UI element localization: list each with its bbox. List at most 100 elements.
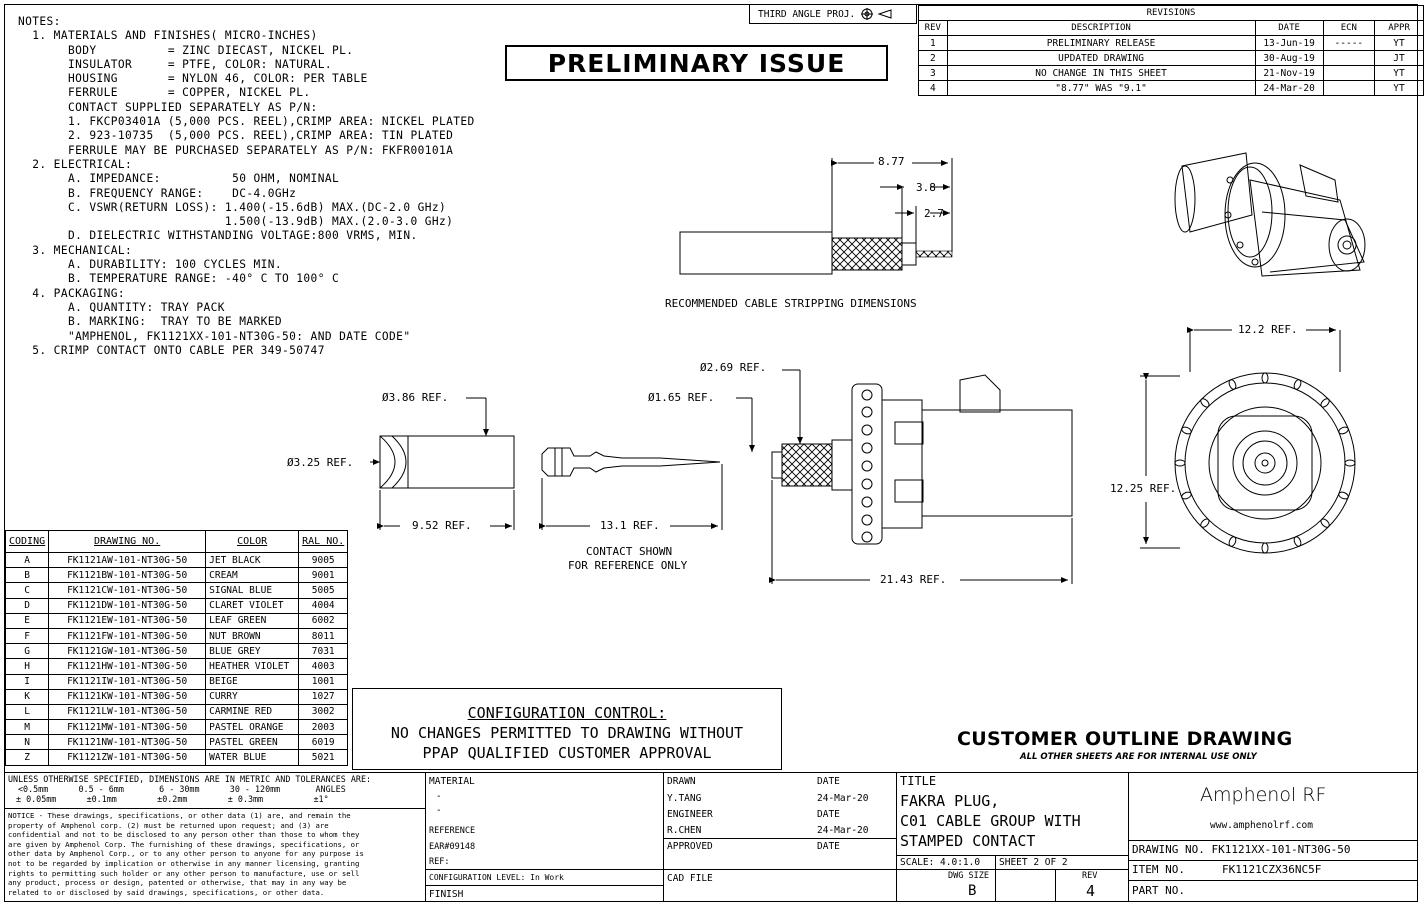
note-line: INSULATOR = PTFE, COLOR: NATURAL. <box>18 57 332 71</box>
note-line: 1.500(-13.9dB) MAX.(2.0-3.0 GHz) <box>18 215 454 229</box>
coding-cell: FK1121MW-101-NT30G-50 <box>48 719 207 736</box>
customer-outline-subtitle: ALL OTHER SHEETS ARE FOR INTERNAL USE ON… <box>1020 752 1257 762</box>
coding-cell: CREAM <box>205 567 300 584</box>
coding-cell: H <box>4 658 50 675</box>
knurl-dot <box>1344 459 1356 467</box>
tolerance-line-1: UNLESS OTHERWISE SPECIFIED, DIMENSIONS A… <box>8 774 372 784</box>
coding-cell: I <box>4 673 50 690</box>
note-line: BODY = ZINC DIECAST, NICKEL PL. <box>18 43 354 57</box>
dwg-size: B <box>968 883 977 899</box>
coding-header-cell: CODING <box>4 530 50 553</box>
coding-cell: 4004 <box>298 597 349 614</box>
ear-number: EAR#09148 <box>429 842 476 852</box>
note-line: C. VSWR(RETURN LOSS): 1.400(-15.6dB) MAX… <box>18 200 447 214</box>
material-dash-1: - <box>436 791 442 802</box>
projection-box: THIRD ANGLE PROJ. <box>749 5 917 24</box>
configuration-control-box: CONFIGURATION CONTROL: NO CHANGES PERMIT… <box>352 688 782 770</box>
reference-label: REFERENCE <box>429 826 476 836</box>
contact-note-2: FOR REFERENCE ONLY <box>568 559 688 572</box>
coding-cell: FK1121CW-101-NT30G-50 <box>48 582 207 599</box>
coding-cell: FK1121LW-101-NT30G-50 <box>48 703 207 721</box>
knurl-dot <box>1261 542 1269 554</box>
strip-dim-8-77: 8.77 <box>878 155 905 168</box>
coding-cell: A <box>4 551 50 569</box>
engineer-label: ENGINEER <box>667 809 713 820</box>
note-line: 3. MECHANICAL: <box>18 243 133 257</box>
coding-cell: WATER BLUE <box>205 749 300 766</box>
coding-cell: FK1121KW-101-NT30G-50 <box>48 688 207 705</box>
dwg-size-label: DWG SIZE <box>948 871 989 881</box>
engineer-date: 24-Mar-20 <box>817 825 869 836</box>
config-control-title: CONFIGURATION CONTROL: <box>467 704 667 722</box>
note-line: B. TEMPERATURE RANGE: -40° C TO 100° C <box>18 272 340 286</box>
part-no-label: PART NO. <box>1132 884 1185 897</box>
coding-cell: 1027 <box>298 688 349 705</box>
note-line: B. FREQUENCY RANGE: DC-4.0GHz <box>18 186 297 200</box>
coding-cell: D <box>4 597 50 614</box>
coding-header-cell: DRAWING NO. <box>48 530 207 553</box>
coding-cell: FK1121FW-101-NT30G-50 <box>48 627 207 645</box>
coding-cell: 3002 <box>298 703 349 721</box>
note-line: A. IMPEDANCE: 50 OHM, NOMINAL <box>18 172 340 186</box>
company-name: Amphenol RF <box>1200 784 1327 806</box>
drawn-label: DRAWN <box>667 776 696 787</box>
note-line: FERRULE = COPPER, NICKEL PL. <box>18 86 311 100</box>
preliminary-issue-banner: PRELIMINARY ISSUE <box>505 45 888 81</box>
rev-number: 4 <box>1086 882 1096 900</box>
note-line: FERRULE MAY BE PURCHASED SEPARATELY AS P… <box>18 143 454 157</box>
projection-label: THIRD ANGLE PROJ. <box>758 8 856 20</box>
knurl-dot <box>1320 398 1330 408</box>
strip-dim-2-7: 2.7 <box>924 207 944 220</box>
coding-cell: FK1121DW-101-NT30G-50 <box>48 597 207 614</box>
note-line: 1. FKCP03401A (5,000 PCS. REEL),CRIMP AR… <box>18 115 475 129</box>
config-control-line-2: PPAP QUALIFIED CUSTOMER APPROVAL <box>422 744 712 762</box>
scale: SCALE: 4.0:1.0 <box>900 857 981 868</box>
knurl-dot <box>1293 536 1302 547</box>
end-height-dim: 12.25 REF. <box>1110 482 1177 495</box>
notice-line: related to or disclosed by said drawings… <box>8 887 325 897</box>
coding-cell: CARMINE RED <box>205 703 300 721</box>
company-website: www.amphenolrf.com <box>1210 820 1313 831</box>
coding-cell: FK1121BW-101-NT30G-50 <box>48 567 207 584</box>
title-line-2: C01 CABLE GROUP WITH <box>900 812 1081 830</box>
coding-cell: B <box>4 567 50 584</box>
note-line: 2. 923-10735 (5,000 PCS. REEL),CRIMP ARE… <box>18 129 454 143</box>
note-line: B. MARKING: TRAY TO BE MARKED <box>18 315 283 329</box>
notice-line: confidential and not to be disclosed to … <box>8 830 360 840</box>
note-line: A. QUANTITY: TRAY PACK <box>18 300 225 314</box>
third-angle-symbol-icon <box>861 8 892 20</box>
sheet-number: SHEET 2 OF 2 <box>999 857 1068 868</box>
knurl-dot <box>1200 518 1210 528</box>
coding-cell: PASTEL ORANGE <box>205 719 300 736</box>
coding-header-cell: COLOR <box>205 530 300 553</box>
config-level: CONFIGURATION LEVEL: In Work <box>429 873 564 882</box>
coding-cell: F <box>4 627 50 645</box>
drawn-date: 24-Mar-20 <box>817 793 869 804</box>
ferrule-id-dim: Ø3.25 REF. <box>287 456 354 469</box>
coding-cell: M <box>4 719 50 736</box>
notice-line: other data by Amphenol Corp., or to any … <box>8 849 364 859</box>
knurl-dot <box>1338 426 1349 435</box>
coding-cell: BEIGE <box>205 673 300 690</box>
notice-line: NOTICE - These drawings, specifications,… <box>8 811 351 820</box>
item-number: FK1121CZX36NC5F <box>1222 863 1322 876</box>
customer-outline-title: CUSTOMER OUTLINE DRAWING <box>957 728 1293 750</box>
tolerances-block: UNLESS OTHERWISE SPECIFIED, DIMENSIONS A… <box>8 774 371 804</box>
knurl-dot <box>1200 398 1210 408</box>
coding-cell: N <box>4 734 50 751</box>
knurl-dot <box>1181 426 1192 435</box>
drawn-by: Y.TANG <box>667 793 702 804</box>
isometric-view <box>1174 152 1366 277</box>
note-line: D. DIELECTRIC WITHSTANDING VOLTAGE:800 V… <box>18 229 418 243</box>
notice-line: not to be regarded by implication or oth… <box>8 858 360 868</box>
note-line: HOUSING = NYLON 46, COLOR: PER TABLE <box>18 72 368 86</box>
